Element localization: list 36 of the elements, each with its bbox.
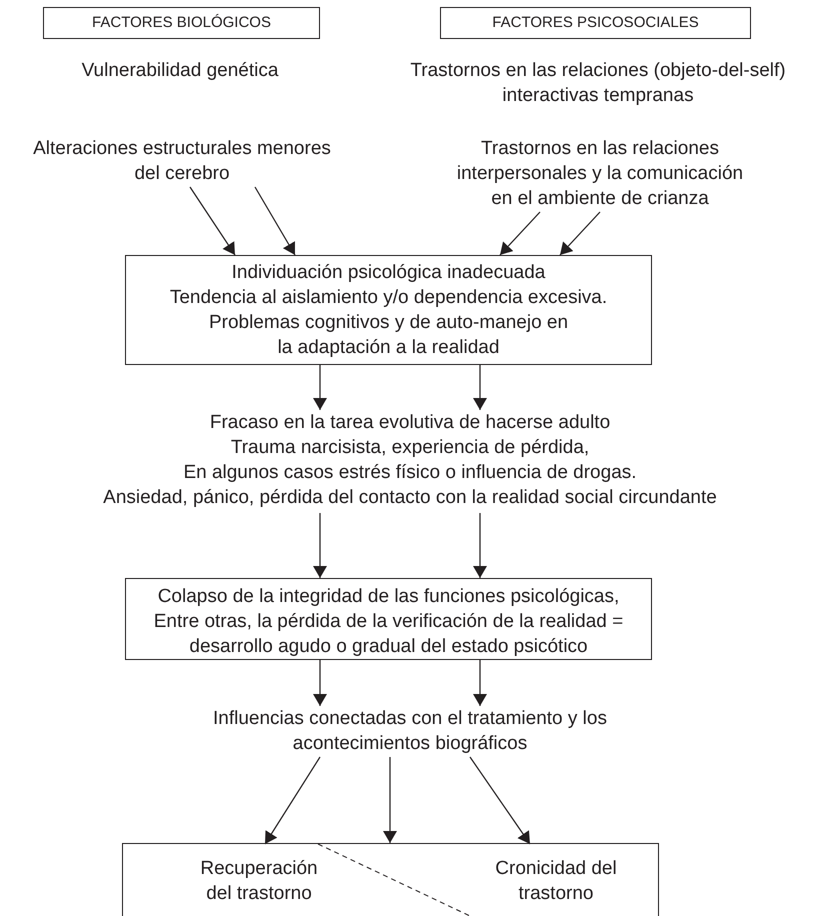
arrow — [313, 660, 327, 706]
factor-text: Trastornos en las relaciones (objeto-del-self) interactivas tempranas — [409, 59, 787, 108]
arrow — [500, 212, 540, 256]
arrow — [470, 756, 530, 844]
arrow — [473, 513, 487, 578]
arrow — [313, 513, 327, 578]
text-line: Ansiedad, pánico, pérdida del contacto con la realidad social circundante — [102, 486, 718, 510]
outcome-text: Cronicidad del trastorno — [491, 844, 621, 906]
text-line: Individuación psicológica inadecuada — [230, 261, 546, 285]
outcome-box — [122, 843, 659, 916]
factor-text: Alteraciones estructurales menores del cerebro — [27, 136, 337, 186]
arrow — [264, 756, 320, 844]
process-box — [125, 255, 652, 365]
heading-text: FACTORES BIOLÓGICOS — [91, 13, 272, 33]
arrow — [560, 212, 600, 256]
outcome-text: Recuperación del trastorno — [189, 844, 329, 906]
arrow — [313, 365, 327, 410]
arrow — [473, 365, 487, 410]
factor-text: Trastornos en las relaciones interpersonales y la comunicación en el ambiente de crianza — [445, 136, 755, 211]
factor-text: Influencias conectadas con el tratamiento y los acontecimientos biográficos — [190, 706, 630, 756]
heading-box — [43, 7, 320, 39]
text-line: Problemas cognitivos y de auto-manejo en la adaptación a la realidad — [208, 311, 570, 360]
heading-text: FACTORES PSICOSOCIALES — [491, 13, 700, 33]
text-line: Entre otras, la pérdida de la verificación de la realidad = desarrollo agudo o gradual del estado psicótico — [152, 610, 624, 659]
text-line: Tendencia al aislamiento y/o dependencia excesiva. — [168, 286, 608, 310]
heading-box — [440, 7, 751, 39]
arrow — [473, 660, 487, 706]
factor-text: Vulnerabilidad genética — [80, 59, 280, 83]
text-line: Fracaso en la tarea evolutiva de hacerse adulto — [208, 411, 612, 435]
text-line: Colapso de la integridad de las funciones psicológicas, — [156, 585, 620, 609]
arrow — [383, 757, 397, 843]
arrow — [254, 186, 296, 256]
process-box — [125, 578, 652, 660]
text-line: En algunos casos estrés físico o influencia de drogas. — [182, 461, 638, 485]
arrow — [190, 186, 236, 256]
text-line: Trauma narcisista, experiencia de pérdida, — [230, 436, 590, 460]
